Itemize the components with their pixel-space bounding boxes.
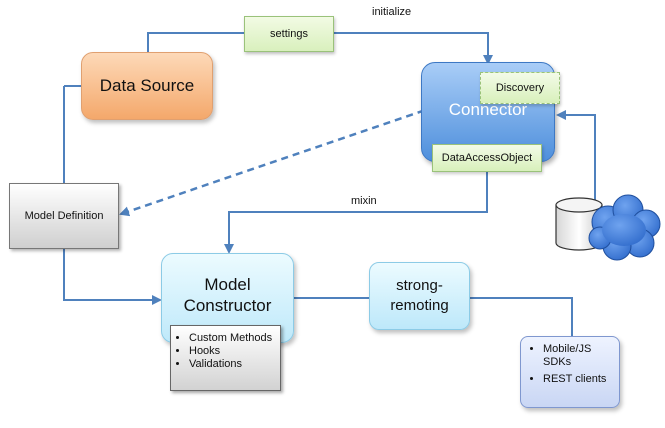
settings-label: settings	[270, 28, 308, 40]
mixin-arrow	[224, 172, 488, 254]
feature-item: Validations	[189, 358, 272, 371]
strong-remoting-line1: strong-	[396, 277, 443, 294]
connector-label: Connector	[448, 100, 528, 119]
data-source-label: Data Source	[99, 76, 195, 95]
initialize-label: initialize	[372, 6, 412, 18]
modeldef-constructor-arrow	[63, 249, 162, 305]
cloud-icon	[588, 194, 661, 261]
data-source-box: Data Source	[81, 52, 213, 120]
client-item: REST clients	[543, 373, 613, 386]
clients-list: Mobile/JS SDKs REST clients	[521, 337, 613, 386]
settings-box: settings	[244, 16, 334, 52]
client-item: Mobile/JS SDKs	[543, 343, 613, 369]
model-definition-label: Model Definition	[24, 210, 104, 222]
discovery-box: Discovery	[480, 72, 560, 104]
strong-remoting-line2: remoting	[390, 297, 449, 314]
data-access-object-label: DataAccessObject	[441, 152, 533, 164]
data-access-object-box: DataAccessObject	[432, 144, 542, 172]
mixin-label: mixin	[351, 195, 377, 207]
model-constructor-line2: Constructor	[183, 296, 272, 315]
constructor-features-box: Custom Methods Hooks Validations	[170, 325, 281, 391]
feature-item: Custom Methods	[189, 332, 272, 345]
strong-remoting-box: strong- remoting	[369, 262, 470, 330]
discovery-label: Discovery	[495, 82, 545, 94]
feature-item: Hooks	[189, 345, 272, 358]
remoting-clients-line	[470, 297, 573, 336]
model-definition-box: Model Definition	[9, 183, 119, 249]
model-constructor-line1: Model	[204, 275, 251, 294]
constructor-features-list: Custom Methods Hooks Validations	[171, 326, 272, 371]
clients-box: Mobile/JS SDKs REST clients	[520, 336, 620, 408]
connector-cloud-arrow	[556, 110, 600, 208]
